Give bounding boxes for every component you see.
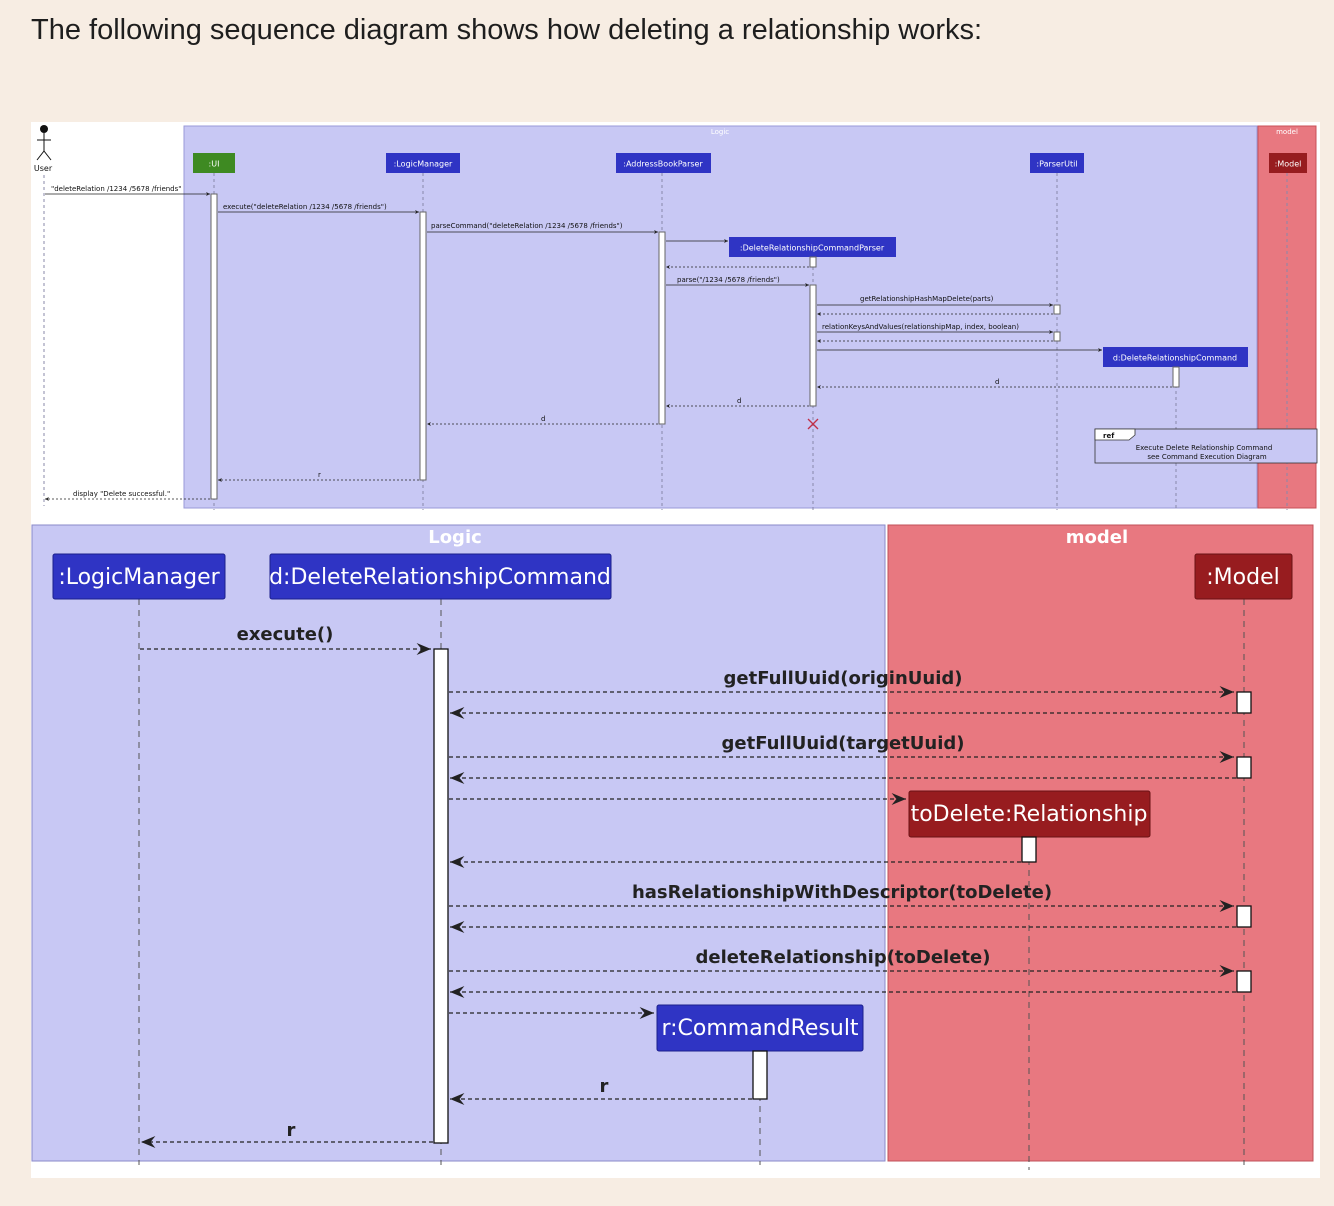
logic-box	[183, 125, 1258, 509]
participant-drc	[1103, 347, 1248, 367]
return-d-2-label: d	[737, 397, 741, 405]
participant-model-2-label: :Model	[1206, 565, 1279, 590]
participant-drc-2	[269, 553, 612, 600]
participant-ui	[193, 153, 235, 173]
model-box-2-title: model	[1066, 527, 1128, 548]
ref-line-1: Execute Delete Relationship Command	[1136, 444, 1273, 452]
msg-relation-keys-label: relationKeysAndValues(relationshipMap, i…	[822, 323, 1019, 331]
msg-execute-2-label: execute()	[237, 624, 334, 645]
activations-2	[433, 648, 1252, 1144]
logic-box-2-title: Logic	[428, 527, 482, 548]
msg-delete-relation-label: "deleteRelation /1234 /5678 /friends"	[51, 185, 182, 193]
participant-model-2	[1194, 553, 1293, 600]
participant-drc-label: d:DeleteRelationshipCommand	[1113, 354, 1237, 363]
participant-logic-manager-2-label: :LogicManager	[58, 565, 220, 590]
activations-1	[210, 193, 1180, 500]
participant-parser	[616, 153, 711, 173]
participant-to-delete-label: toDelete:Relationship	[911, 802, 1148, 827]
msg-get-hashmap-label: getRelationshipHashMapDelete(parts)	[860, 295, 994, 303]
logic-box-2	[31, 524, 886, 1162]
diagram-2: Logic model :LogicManager d:DeleteRelati…	[31, 524, 1314, 1170]
ref-frame: ref Execute Delete Relationship Command …	[1094, 428, 1318, 464]
sequence-diagram-card: Logic model User :UI :LogicManager	[31, 122, 1320, 1178]
participant-logic-manager-2	[52, 553, 226, 600]
msg-has-relationship-label: hasRelationshipWithDescriptor(toDelete)	[632, 882, 1052, 903]
msg-execute-label: execute("deleteRelation /1234 /5678 /fri…	[223, 203, 387, 211]
return-result-r-label: r	[600, 1076, 609, 1097]
ref-tag: ref	[1103, 432, 1115, 440]
return-d-1-label: d	[995, 378, 999, 386]
msg-delete-relationship-label: deleteRelationship(toDelete)	[696, 947, 991, 968]
participant-command-result-label: r:CommandResult	[661, 1016, 858, 1041]
participant-parser-util-label: :ParserUtil	[1036, 160, 1077, 169]
participant-parser-util	[1030, 153, 1084, 173]
page-heading: The following sequence diagram shows how…	[31, 14, 983, 46]
msg-parse-label: parse("/1234 /5678 /friends")	[677, 276, 780, 284]
return-d-3-label: d	[541, 415, 545, 423]
return-final-r-label: r	[287, 1120, 296, 1141]
msg-get-origin-label: getFullUuid(originUuid)	[724, 668, 963, 689]
return-r-label: r	[318, 471, 321, 479]
participant-logic-manager-label: :LogicManager	[394, 160, 453, 169]
msg-get-target-label: getFullUuid(targetUuid)	[722, 733, 965, 754]
participant-parser-label: :AddressBookParser	[623, 160, 703, 169]
user-actor-icon	[36, 125, 52, 161]
msg-parse-command-label: parseCommand("deleteRelation /1234 /5678…	[431, 222, 623, 230]
destroy-marker-icon	[807, 418, 819, 430]
sequence-diagrams: Logic model User :UI :LogicManager	[31, 125, 1318, 1170]
participant-model-label: :Model	[1275, 160, 1302, 169]
participant-drc-2-label: d:DeleteRelationshipCommand	[269, 565, 611, 590]
lifelines-2	[138, 599, 1245, 1170]
return-display-label: display "Delete successful."	[73, 490, 170, 498]
participant-drcp	[729, 237, 896, 257]
actor-label: User	[34, 164, 53, 173]
ref-line-2: see Command Execution Diagram	[1147, 453, 1266, 461]
participant-model	[1269, 153, 1307, 173]
logic-box-title: Logic	[711, 128, 729, 136]
participant-drcp-label: :DeleteRelationshipCommandParser	[740, 244, 885, 253]
diagram-1: Logic model User :UI :LogicManager	[34, 125, 1318, 510]
participant-ui-label: :UI	[209, 160, 220, 169]
model-box-2	[887, 524, 1314, 1162]
participant-logic-manager	[386, 153, 460, 173]
model-box-title: model	[1276, 128, 1298, 136]
